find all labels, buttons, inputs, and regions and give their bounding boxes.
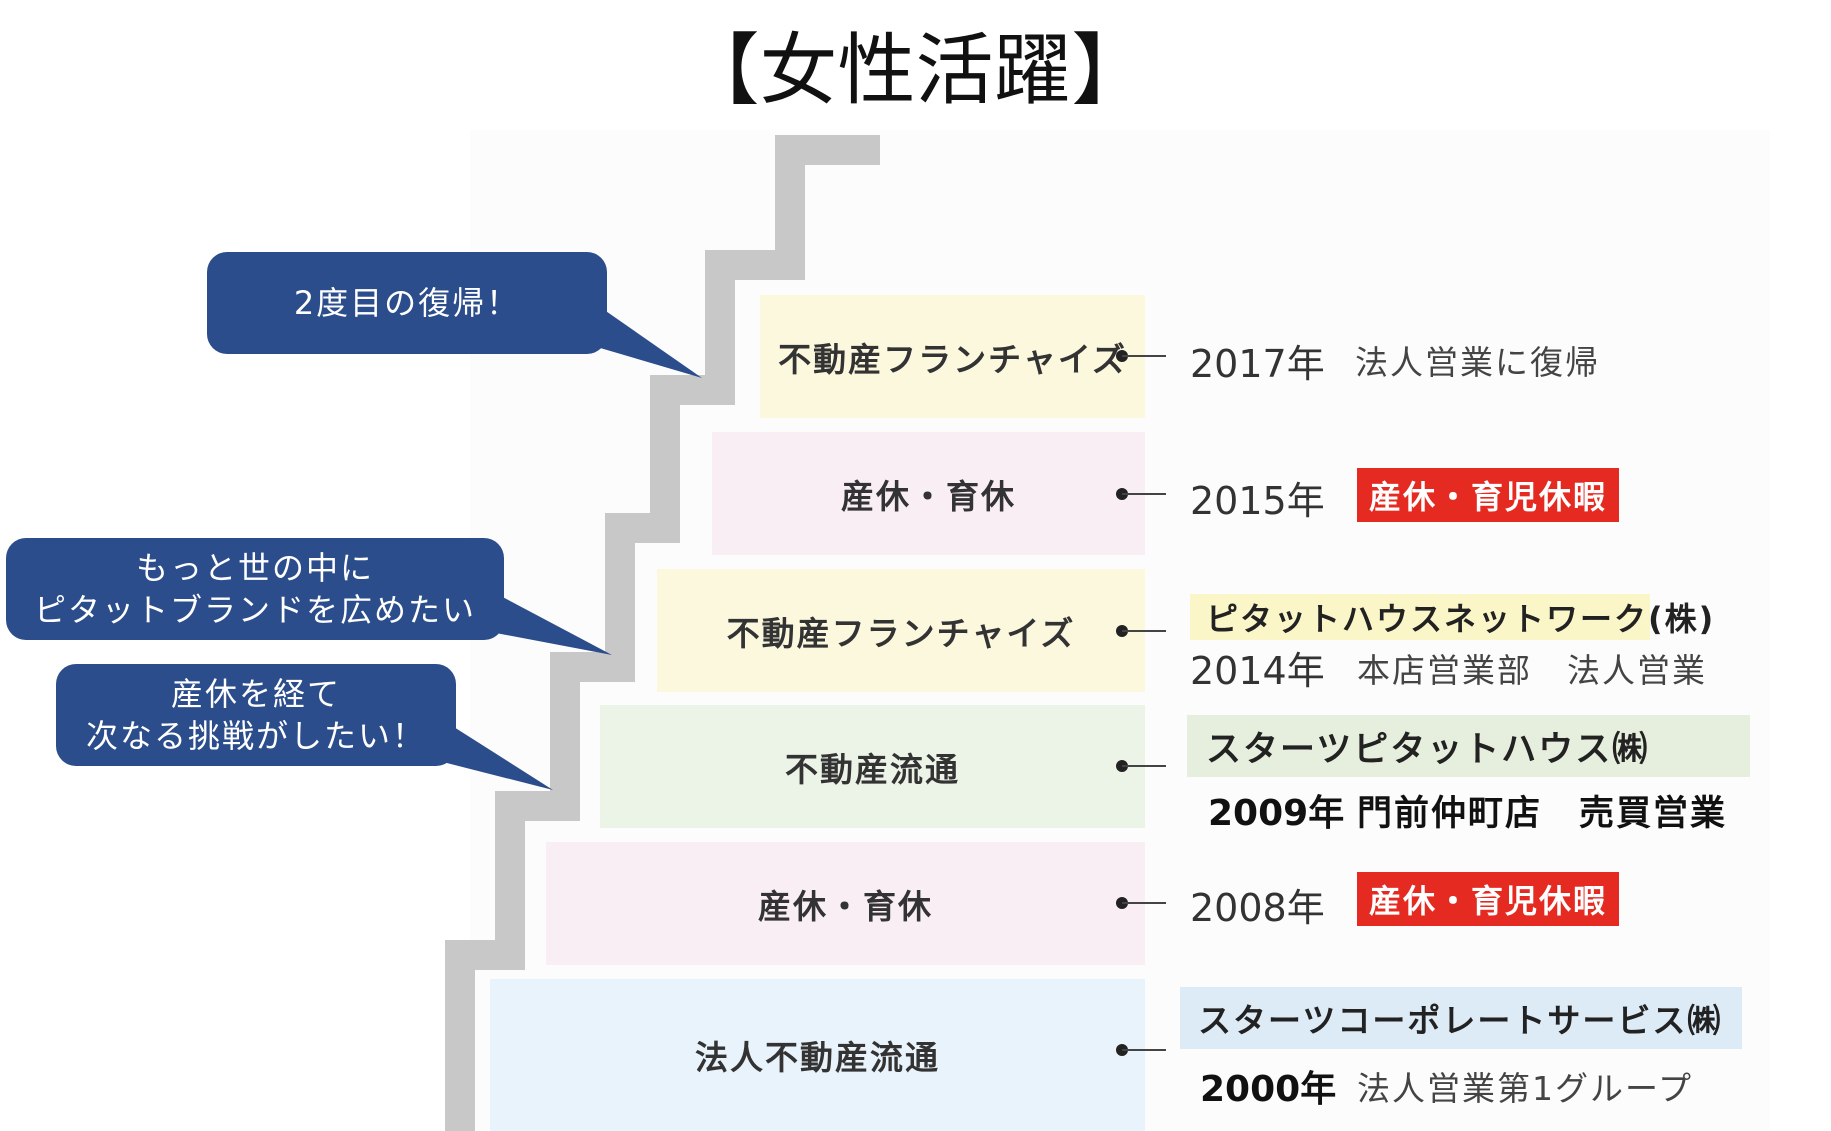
step-5-label: 産休・育休 (758, 886, 933, 926)
speech-bubble-3 (56, 664, 553, 790)
step-6-label: 法人不動産流通 (695, 1038, 940, 1077)
connector-line-2 (1122, 493, 1166, 495)
step-5-year: 2008年 (1190, 886, 1325, 930)
band-1-bg (760, 295, 1145, 418)
connector-line-5 (1122, 902, 1166, 904)
company-bg-6 (1180, 987, 1742, 1049)
bubble-2-line-1: もっと世の中に (135, 549, 374, 587)
connector-line-3 (1122, 630, 1166, 632)
band-5-bg (546, 842, 1145, 965)
band-3-bg (657, 569, 1145, 692)
step-4-desc: 門前仲町店 売買営業 (1357, 794, 1728, 834)
speech-bubble-2 (6, 538, 612, 655)
step-6-company: スターツコーポレートサービス㈱ (1198, 1001, 1723, 1040)
band-4-bg (600, 705, 1145, 828)
bubble-1-line-1: 2度目の復帰！ (293, 284, 521, 322)
company-bg-3 (1190, 594, 1650, 640)
connector-line-1 (1122, 355, 1166, 357)
step-2-year: 2015年 (1190, 479, 1325, 523)
step-2-label: 産休・育休 (841, 476, 1016, 516)
step-4-company: スターツピタットハウス㈱ (1206, 729, 1650, 770)
step-3-desc: 本店営業部 法人営業 (1357, 651, 1707, 690)
step-3-year: 2014年 (1190, 649, 1325, 693)
connector-line-6 (1122, 1049, 1166, 1051)
bubble-3-text: 産休を経て 次なる挑戦がしたい！ (56, 673, 456, 757)
bubble-1-text: 2度目の復帰！ (207, 282, 607, 324)
band-6-bg (490, 979, 1145, 1131)
band-2-bg (712, 432, 1145, 555)
step-6-year: 2000年 (1200, 1069, 1337, 1110)
connector-line-4 (1122, 765, 1166, 767)
bubble-2-text: もっと世の中に ピタットブランドを広めたい (6, 547, 504, 631)
step-1-label: 不動産フランチャイズ (778, 339, 1127, 379)
speech-bubble-1 (207, 252, 702, 378)
step-3-label: 不動産フランチャイズ (726, 613, 1076, 653)
staircase-line (445, 135, 880, 1131)
page-title: 【女性活躍】 (681, 26, 1150, 116)
step-3-company: ピタットハウスネットワーク(株) (1206, 600, 1716, 638)
step-4-year: 2009年 (1208, 793, 1345, 834)
step-4-label: 不動産流通 (785, 749, 960, 789)
bubble-3-line-2: 次なる挑戦がしたい！ (85, 717, 426, 755)
step-1-year: 2017年 (1190, 342, 1325, 386)
company-bg-4 (1187, 715, 1750, 777)
bubble-3-line-1: 産休を経て (170, 675, 341, 713)
step-1-desc: 法人営業に復帰 (1355, 343, 1600, 382)
step-6-desc: 法人営業第1グループ (1357, 1069, 1694, 1108)
step-5-tag: 産休・育児休暇 (1357, 872, 1620, 926)
step-2-tag: 産休・育児休暇 (1357, 468, 1620, 522)
bubble-2-line-2: ピタットブランドを広めたい (33, 591, 476, 629)
